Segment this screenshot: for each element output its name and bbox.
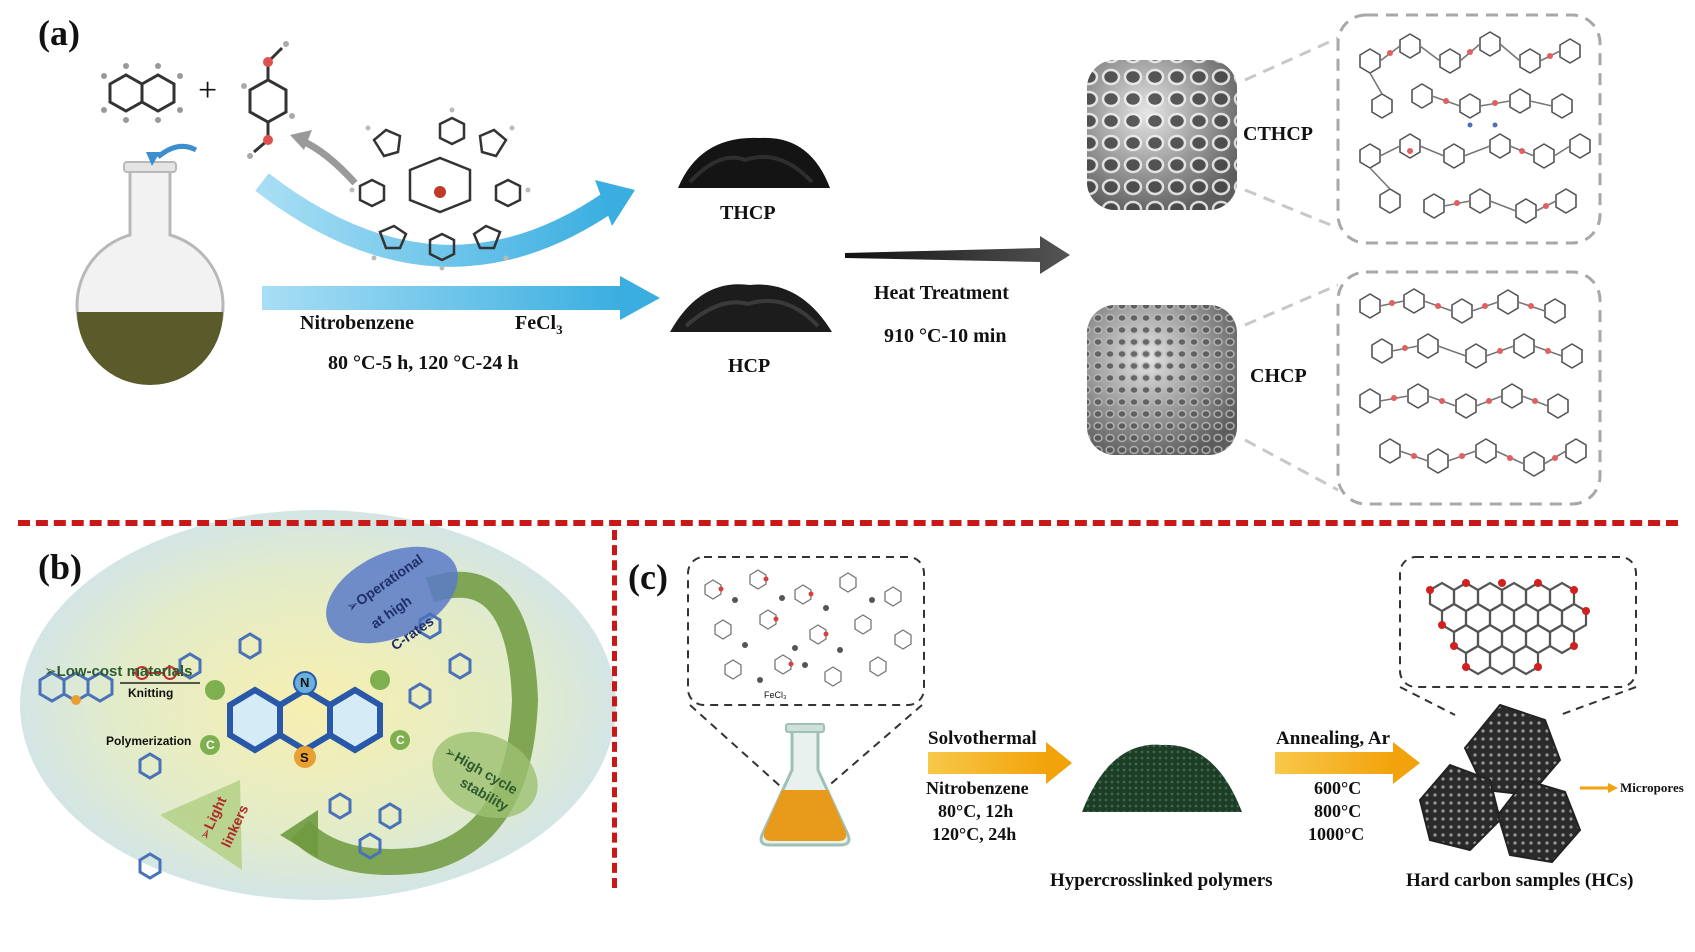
annealing-arrow [1275,752,1395,774]
low-cost-text: ➢Low-cost materials [44,663,193,680]
plus-sign: + [198,72,218,109]
heat-treatment-arrow [845,236,1070,274]
solvothermal-condition-2: 120°C, 24h [932,824,1017,844]
high-cycle-bubble [432,731,538,819]
cthcp-network-structure [1359,31,1591,224]
cthcp-foam-cube [1087,60,1237,210]
phenothiazine-core [200,670,410,768]
polymerization-text: Polymerization [106,734,192,748]
hard-carbon-label: Hard carbon samples (HCs) [1406,870,1634,891]
dimethoxybenzene-molecule [241,41,295,159]
reaction-conditions: 80 °C-5 h, 120 °C-24 h [328,352,519,374]
anneal-temp-1: 600°C [1314,778,1362,798]
nitrogen-atom: N [300,675,310,690]
polymer-label: Hypercrosslinked polymers [1050,870,1273,891]
chcp-structure-box [1336,270,1602,506]
polymer-powder [1082,744,1242,812]
panel-a-label: (a) [38,13,80,53]
knitting-text: Knitting [128,686,174,700]
carbon-atom-left: C [206,738,215,752]
anneal-temp-3: 1000°C [1308,824,1365,844]
micropores-label: Micropores [1620,780,1684,795]
porphyrin-catalyst [349,107,531,271]
vertical-divider [612,530,617,888]
hard-carbon-particles [1418,703,1582,864]
heat-treatment-label: Heat Treatment [874,282,1009,304]
chcp-foam-cube [1087,305,1237,455]
fecl3-label: FeCl₃ [764,690,787,700]
erlenmeyer-flask [759,723,851,847]
monomer-mixture [704,569,912,687]
dimethoxy-icon [132,666,182,680]
round-bottom-flask [75,143,225,385]
thcp-powder [678,137,830,188]
hcp-powder [670,284,832,332]
hc-zoom-box [1399,556,1637,688]
solvothermal-condition-1: 80°C, 12h [938,801,1014,821]
hcp-label: HCP [728,355,771,377]
anneal-temp-2: 800°C [1314,801,1362,821]
cthcp-label: CTHCP [1243,123,1313,145]
solvothermal-arrow [928,752,1048,774]
carbon-atom-right: C [396,733,405,747]
panel-b-label: (b) [38,547,82,587]
naphthalene-molecule [101,63,183,123]
straight-reaction-arrow [262,286,622,310]
thcp-label: THCP [720,202,776,224]
fecl3-zoom-box [687,556,925,706]
solvothermal-solvent: Nitrobenzene [926,778,1029,798]
solvothermal-label: Solvothermal [928,728,1037,749]
chcp-network-structure [1359,288,1587,477]
return-arrow [298,136,358,186]
curved-reaction-arrow [255,173,619,267]
annealing-label: Annealing, Ar [1276,728,1391,749]
heat-treatment-conditions: 910 °C-10 min [884,325,1007,347]
solvent-label: Nitrobenzene [300,312,415,334]
light-linker-shape [160,780,242,870]
chcp-label: CHCP [1250,365,1307,387]
operational-bubble [326,546,458,644]
sulfur-atom: S [300,750,309,765]
cthcp-structure-box [1336,13,1602,245]
horizontal-divider [18,520,1678,526]
catalyst-label: FeCl3 [515,312,563,337]
panel-c-label: (c) [628,557,668,597]
